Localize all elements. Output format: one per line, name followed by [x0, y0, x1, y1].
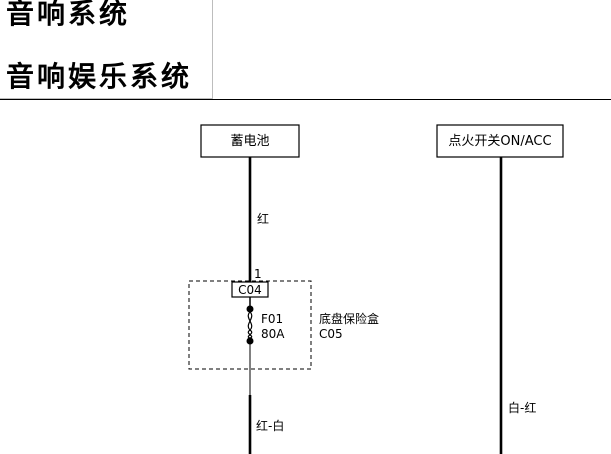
pin-number: 1 [254, 267, 262, 281]
ignition-switch-box [436, 124, 564, 158]
connector-c04-label: C04 [238, 283, 262, 297]
fuse-box-name: 底盘保险盒 [319, 312, 380, 326]
fuse-rating: 80A [261, 327, 285, 341]
fuse-element-outline [247, 311, 253, 339]
fuse-terminal-bottom [246, 337, 254, 345]
wire-color-white-red: 白-红 [508, 401, 537, 415]
fuse-id: F01 [261, 312, 284, 326]
fuse-box-code: C05 [319, 327, 343, 341]
ignition-switch-label: 点火开关ON/ACC [448, 134, 552, 149]
battery-label: 蓄电池 [230, 134, 270, 149]
page-subtitle: 音响娱乐系统 [6, 60, 193, 93]
header-box: 音响系统 音响娱乐系统 [0, 0, 213, 99]
fuse-terminal-top [246, 305, 254, 313]
wire-color-red-white: 红-白 [256, 419, 285, 433]
page-title: 音响系统 [6, 0, 131, 30]
wire-color-red: 红 [257, 212, 270, 226]
header-divider [0, 99, 611, 100]
